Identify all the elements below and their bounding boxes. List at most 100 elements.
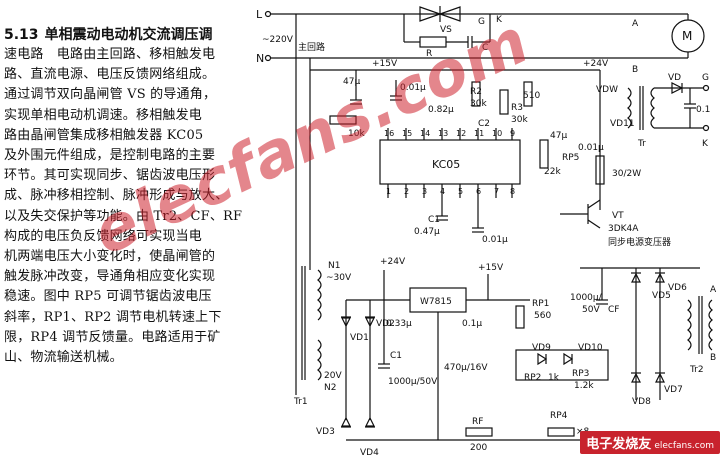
- body-line: 斜率，RP1、RP2 调节电机转速上下: [4, 309, 222, 325]
- label-c082: 0.82μ: [428, 105, 454, 115]
- label-vd10: VD10: [578, 343, 603, 353]
- pin-3: 3: [422, 187, 427, 196]
- label-rp2v: 1k: [548, 373, 560, 383]
- label-r: R: [426, 49, 432, 59]
- label-rp3: RP3: [572, 369, 589, 379]
- body-line: 限，RP4 调节反馈量。电路适用于矿: [4, 329, 221, 345]
- label-cf: CF: [608, 305, 619, 315]
- logo-sub: elecfans.com: [654, 441, 714, 451]
- label-main-loop: 主回路: [298, 41, 325, 53]
- label-c1v: 0.47μ: [414, 227, 440, 237]
- body-line: 路、直流电源、电压反馈网络组成。: [4, 67, 216, 83]
- label-rp5: RP5: [562, 153, 579, 163]
- label-c033: 0.33μ: [386, 319, 412, 329]
- mains-lines: [264, 10, 640, 395]
- label-c47: 47μ: [343, 77, 360, 87]
- body-line: 以及失交保护等功能。由 Tr2、CF、RF: [4, 208, 243, 224]
- label-plus24b: +24V: [380, 257, 406, 267]
- label-plus15b: +15V: [478, 263, 504, 273]
- label-r510: 510: [523, 91, 540, 101]
- label-r3v: 30k: [511, 115, 528, 125]
- label-r10k: 10k: [348, 129, 365, 139]
- label-tr1: Tr: [637, 139, 646, 149]
- label-c01b: 0.1μ: [462, 319, 482, 329]
- label-vd7: VD7: [664, 385, 683, 395]
- label-b: B: [632, 65, 638, 75]
- label-c01: 0.1: [696, 105, 710, 115]
- label-n: N: [256, 52, 264, 65]
- label-c2: C2: [478, 119, 490, 129]
- label-c: C: [482, 43, 488, 53]
- label-k: K: [496, 15, 503, 25]
- label-rp3v: 1.2k: [574, 381, 594, 391]
- label-plus24: +24V: [583, 59, 609, 69]
- pin-9: 9: [510, 129, 515, 138]
- pin-14: 14: [420, 129, 430, 138]
- pin-10: 10: [492, 129, 502, 138]
- section-number: 5.13: [4, 27, 39, 43]
- label-kc05: KC05: [432, 158, 460, 171]
- label-vd8: VD8: [632, 397, 651, 407]
- label-rp5v: 22k: [544, 167, 561, 177]
- pin-12: 12: [456, 129, 466, 138]
- article-heading: 5.13 单相震动电动机交流调压调: [4, 26, 274, 45]
- label-cfv: 1000μ/: [570, 293, 603, 303]
- pin-1: 1: [386, 187, 391, 196]
- body-line: 实现单相电动机调速。移相触发电: [4, 107, 203, 123]
- label-c470: 470μ/16V: [444, 363, 488, 373]
- pin-5: 5: [458, 187, 463, 196]
- motor: [640, 13, 705, 59]
- body-line: 触发脉冲改变，导通角相应变化实现: [4, 269, 216, 285]
- label-mains: ~220V: [262, 35, 294, 45]
- pin-13: 13: [438, 129, 448, 138]
- body-line: 山、物流输送机械。: [4, 350, 123, 366]
- pin-6: 6: [476, 187, 481, 196]
- pin-2: 2: [404, 187, 409, 196]
- label-rp2: RP2: [524, 373, 541, 383]
- label-k2: K: [702, 139, 709, 149]
- label-w7815: W7815: [420, 297, 452, 307]
- label-c1b: C1: [390, 351, 402, 361]
- body-line: 速电路 电路由主回路、移相触发电: [4, 47, 216, 62]
- label-rp1: RP1: [532, 299, 549, 309]
- label-rp4: RP4: [550, 411, 568, 421]
- body-line: 机两端电压大小变化时，使晶闸管的: [4, 249, 216, 265]
- body-line: 稳速。图中 RP5 可调节锯齿波电压: [4, 289, 212, 305]
- label-sync: 同步电源变压器: [608, 236, 671, 248]
- label-g: G: [478, 17, 485, 27]
- label-n2: N2: [324, 383, 336, 393]
- label-vd4: VD4: [360, 448, 379, 458]
- logo-main: 电子发烧友: [586, 437, 652, 452]
- label-rf: RF: [472, 417, 483, 427]
- label-a: A: [632, 19, 639, 29]
- label-tr2: Tr2: [689, 365, 704, 375]
- body-line: 环节。其可实现同步、锯齿波电压形: [4, 168, 216, 184]
- label-r2v: 30k: [470, 99, 487, 109]
- triac-vs: [403, 6, 491, 48]
- label-r3: R3: [511, 103, 523, 113]
- label-tr1b: Tr1: [293, 397, 308, 407]
- label-vt: VT: [612, 211, 624, 221]
- pin-8: 8: [510, 187, 515, 196]
- pin-16: 16: [384, 129, 394, 138]
- label-vd5: VD5: [652, 291, 671, 301]
- label-rp1v: 560: [534, 311, 551, 321]
- label-vs: VS: [440, 25, 452, 35]
- pin-7: 7: [494, 187, 499, 196]
- label-n2v: 20V: [324, 371, 342, 381]
- label-plus15: +15V: [372, 59, 398, 69]
- label-r30: 30/2W: [612, 169, 641, 179]
- heading-text: 单相震动电动机交流调压调: [44, 27, 213, 43]
- label-vd2: VD2: [376, 319, 395, 329]
- pin-15: 15: [402, 129, 412, 138]
- pin-11: 11: [474, 129, 484, 138]
- label-c47b: 47μ: [550, 131, 567, 141]
- label-l: L: [256, 8, 263, 21]
- label-b2: B: [710, 353, 716, 363]
- label-c001c: 0.01μ: [482, 235, 508, 245]
- body-line: 路由晶闸管集成移相触发器 KC05: [4, 127, 204, 143]
- label-c001b: 0.01μ: [578, 143, 604, 153]
- kc05-chip: [379, 128, 521, 198]
- label-vtmodel: 3DK4A: [608, 224, 639, 234]
